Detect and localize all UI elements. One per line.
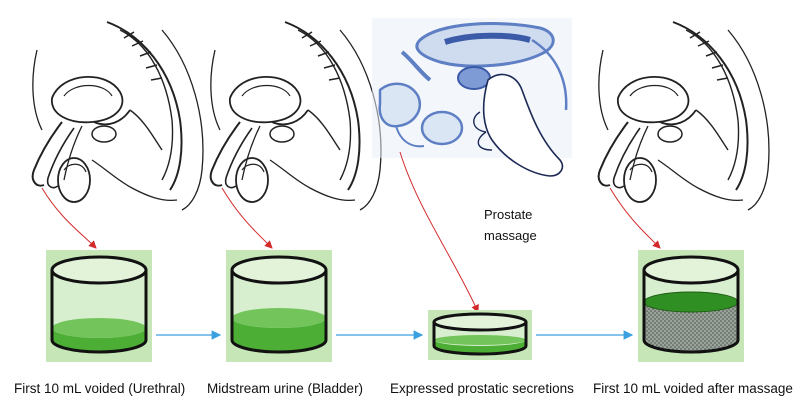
pelvis-anatomy-1 — [31, 21, 204, 211]
caption-first-voided: First 10 mL voided (Urethral) — [14, 381, 186, 396]
pelvis-anatomy-4 — [597, 21, 770, 211]
urine-container-1 — [50, 255, 148, 354]
secretion-dish — [432, 312, 528, 356]
massage-label-line2: massage — [484, 228, 537, 243]
caption-midstream: Midstream urine (Bladder) — [207, 381, 364, 396]
massage-label-line1: Prostate — [484, 207, 533, 222]
source-arrow-4 — [609, 187, 661, 249]
urine-container-2 — [230, 255, 328, 354]
source-arrow-3 — [399, 151, 479, 313]
source-arrow-1 — [41, 187, 97, 249]
pelvis-anatomy-2 — [209, 21, 382, 211]
prostate-massage-anatomy — [372, 18, 572, 177]
source-arrow-2 — [221, 187, 273, 249]
urine-container-4 — [642, 255, 740, 354]
caption-expressed-secretions: Expressed prostatic secretions — [390, 381, 574, 396]
prostate-massage-label: Prostate massage — [484, 204, 537, 246]
caption-after-massage: First 10 mL voided after massage — [593, 381, 793, 396]
